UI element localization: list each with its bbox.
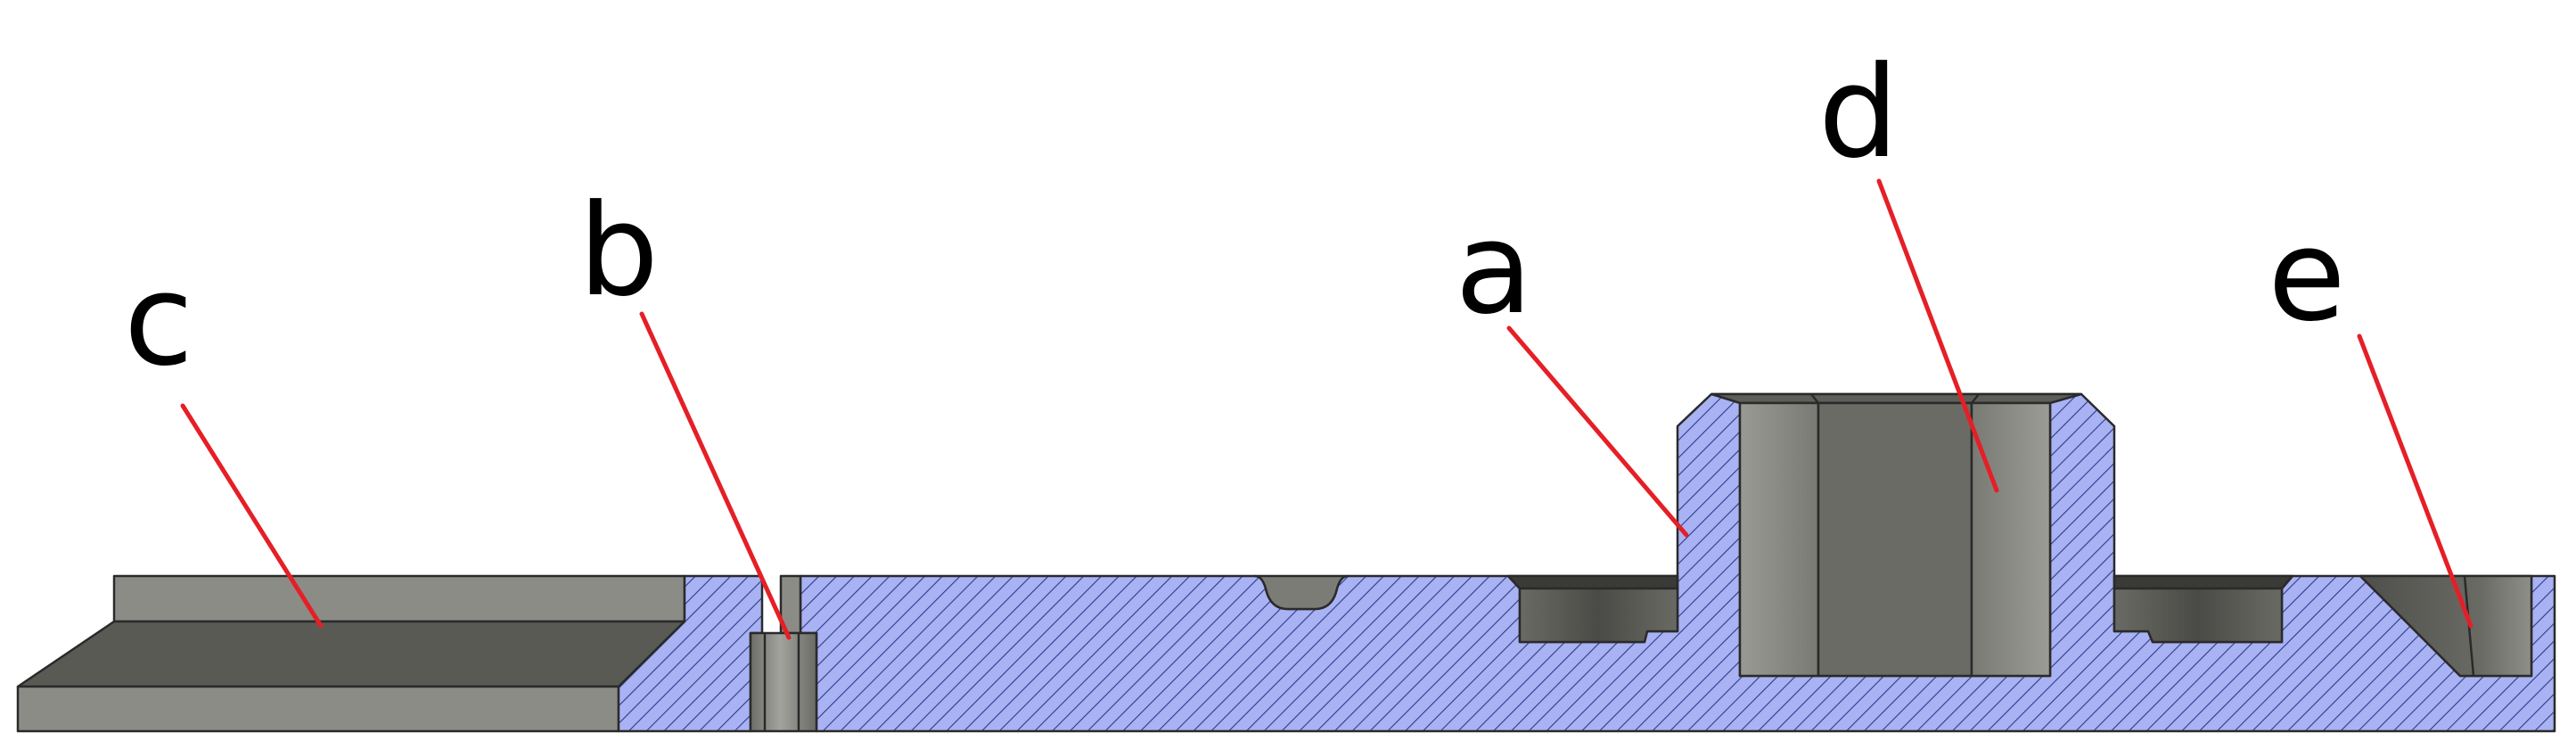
callout-label-e: e bbox=[2268, 202, 2345, 350]
part-d-bore bbox=[1710, 392, 2083, 678]
leader-line-c bbox=[180, 403, 324, 629]
part-c-front-face bbox=[16, 685, 620, 733]
part-d-center-wall bbox=[1817, 401, 1973, 678]
part-b-hole bbox=[749, 574, 818, 733]
right-pocket bbox=[2112, 574, 2294, 644]
top-groove bbox=[1253, 574, 1350, 611]
callout-label-c: c bbox=[124, 247, 193, 394]
callout-label-d: d bbox=[1818, 39, 1899, 186]
part-c-inclined-face bbox=[16, 620, 686, 688]
part-d-chamfer-edge-2 bbox=[1971, 393, 1980, 404]
part-e-face bbox=[2359, 574, 2533, 678]
left-pocket bbox=[1506, 574, 1679, 644]
callout-labels: c b a d e bbox=[124, 39, 2346, 394]
callout-label-b: b bbox=[578, 177, 659, 325]
part-c-top-strip bbox=[112, 574, 686, 623]
part-d-top-chamfer bbox=[1710, 392, 2083, 405]
part-d-chamfer-edge-1 bbox=[1810, 393, 1819, 404]
leader-lines bbox=[180, 178, 2473, 640]
part-b-pin bbox=[749, 631, 818, 733]
part-c-surfaces bbox=[16, 574, 686, 733]
leader-line-b bbox=[639, 311, 792, 640]
callout-label-a: a bbox=[1455, 195, 1532, 342]
leader-line-a bbox=[1506, 325, 1689, 538]
right-pocket-floor bbox=[2112, 587, 2284, 644]
left-pocket-rim bbox=[1506, 574, 1679, 590]
part-d-left-wall bbox=[1738, 401, 1820, 678]
leader-line-e bbox=[2357, 333, 2473, 629]
left-pocket-floor bbox=[1518, 587, 1679, 644]
section-body-main bbox=[799, 392, 2556, 733]
leader-line-d bbox=[1876, 178, 1999, 493]
part-d-right-wall bbox=[1970, 401, 2052, 678]
right-pocket-rim bbox=[2112, 574, 2294, 590]
